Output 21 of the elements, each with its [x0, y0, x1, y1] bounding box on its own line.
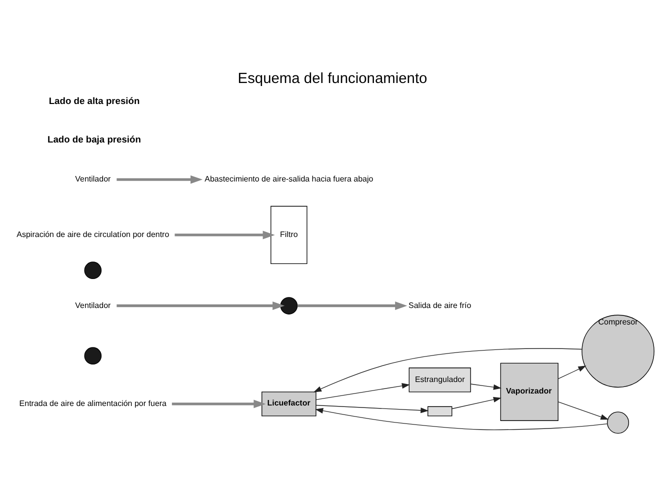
arrow [470, 383, 502, 390]
arrow [316, 382, 410, 400]
label: Lado de baja presión [47, 134, 141, 144]
arrow [116, 301, 285, 310]
arrow [116, 174, 203, 184]
node-circle [84, 261, 102, 279]
arrow [172, 399, 266, 408]
arrow [313, 348, 582, 392]
node-circle [280, 296, 298, 314]
node-circle [84, 346, 102, 364]
node-circle [607, 411, 630, 434]
node-valve [428, 406, 452, 416]
arrow [452, 396, 502, 409]
arrow [558, 365, 586, 379]
arrow [558, 400, 609, 420]
arrow [297, 301, 408, 310]
diagram-title: Esquema del funcionamiento [238, 70, 428, 87]
arrow [315, 407, 608, 430]
label: Lado de alta presión [48, 95, 140, 106]
arrow [174, 230, 275, 239]
arrow [316, 404, 429, 413]
